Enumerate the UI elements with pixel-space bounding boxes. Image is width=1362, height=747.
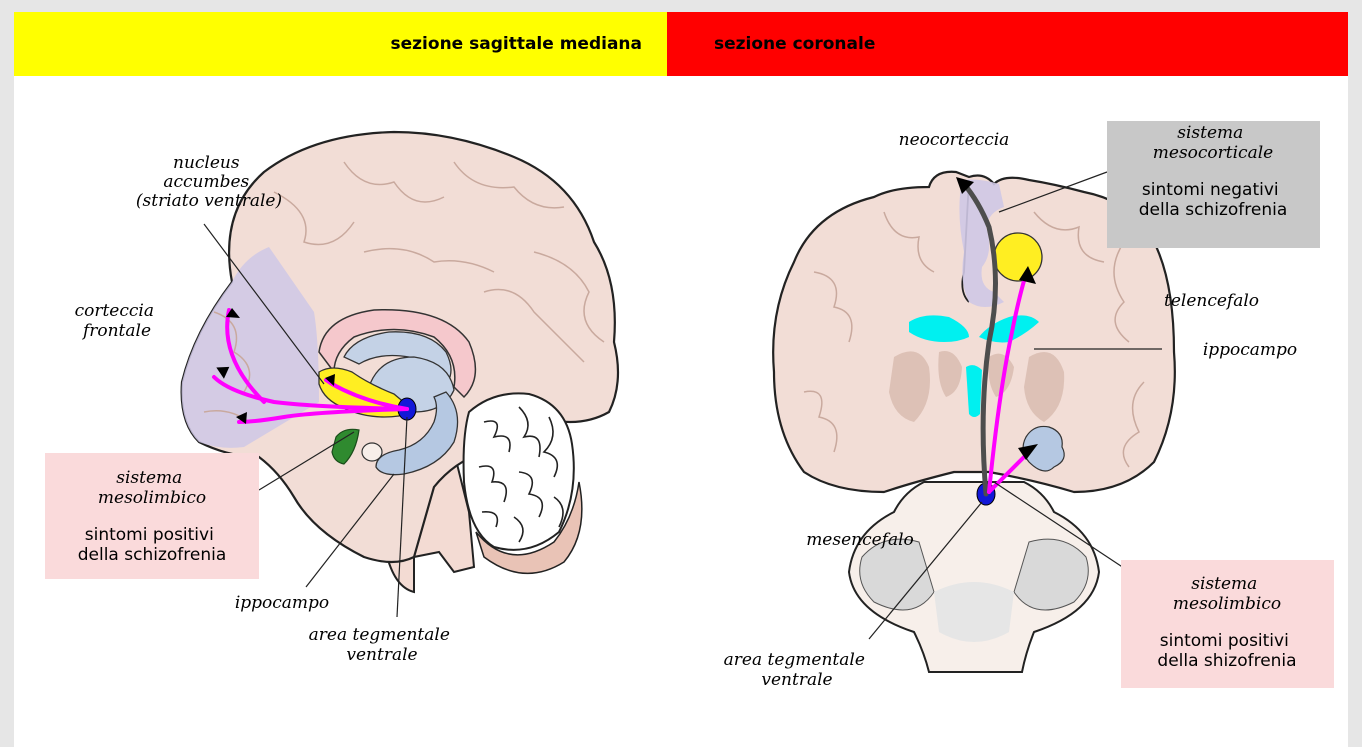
label-vta-coronal: area tegmentale ventrale	[724, 650, 871, 690]
svg-text:sintomi positivi della: sintomi positivi della shizofrenia	[1157, 631, 1296, 671]
svg-text:sintomi positivi della: sintomi positivi della schizofrenia	[78, 525, 227, 565]
label-ippocampo-sagittal: ippocampo	[235, 593, 329, 613]
diagram-svg: nucleus accumbes (striato ventrale) cort…	[14, 12, 1348, 747]
sagittal-mesolimbic-box: sistema mesolimbico sintomi positivi del…	[45, 453, 259, 579]
cerebellum	[464, 393, 582, 573]
svg-text:sintomi negativi della: sintomi negativi della schizofrenia	[1139, 180, 1288, 220]
coronal-mesocortical-box: sistema mesocorticale sintomi negativi d…	[1107, 121, 1320, 248]
figure-canvas: sezione sagittale mediana sezione corona…	[14, 12, 1348, 747]
coronal-accumbens	[994, 233, 1042, 281]
label-vta-sagittal: area tegmentale ventrale	[309, 625, 456, 665]
label-telencefalo: telencefalo	[1164, 291, 1259, 311]
label-mesencefalo: mesencefalo	[806, 530, 914, 550]
label-ippocampo-coronal: ippocampo	[1203, 340, 1297, 360]
label-corteccia-frontale: corteccia frontale	[75, 301, 160, 341]
label-neocorteccia: neocorteccia	[899, 130, 1010, 150]
coronal-mesolimbic-box: sistema mesolimbico sintomi positivi del…	[1121, 560, 1334, 688]
